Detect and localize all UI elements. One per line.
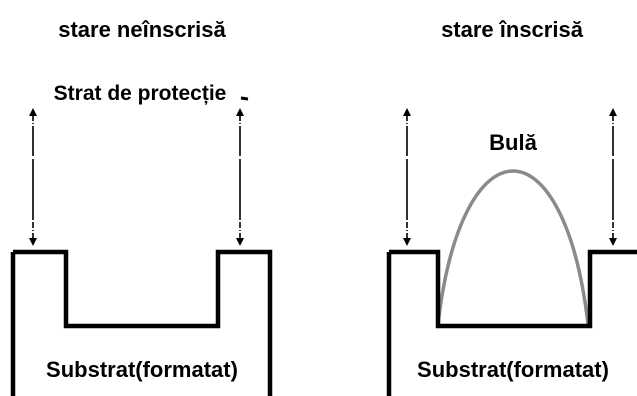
right-substrate-outline (386, 249, 637, 396)
right-panel-title: stare înscrisă (441, 17, 584, 42)
right-panel: stare înscrisă Bulă Substrat(formatat) (386, 17, 637, 396)
left-panel: stare neînscrisă Strat de protecție Subs… (10, 17, 273, 396)
right-substrate-label: Substrat(formatat) (417, 357, 609, 382)
stray-mark (240, 96, 249, 101)
bubble-arc (436, 169, 590, 325)
left-panel-title: stare neînscrisă (58, 17, 226, 42)
left-substrate-label: Substrat(formatat) (46, 357, 238, 382)
bubble-label: Bulă (489, 130, 537, 155)
left-substrate-outline (10, 249, 273, 396)
protective-layer-label: Strat de protecție (54, 82, 227, 105)
